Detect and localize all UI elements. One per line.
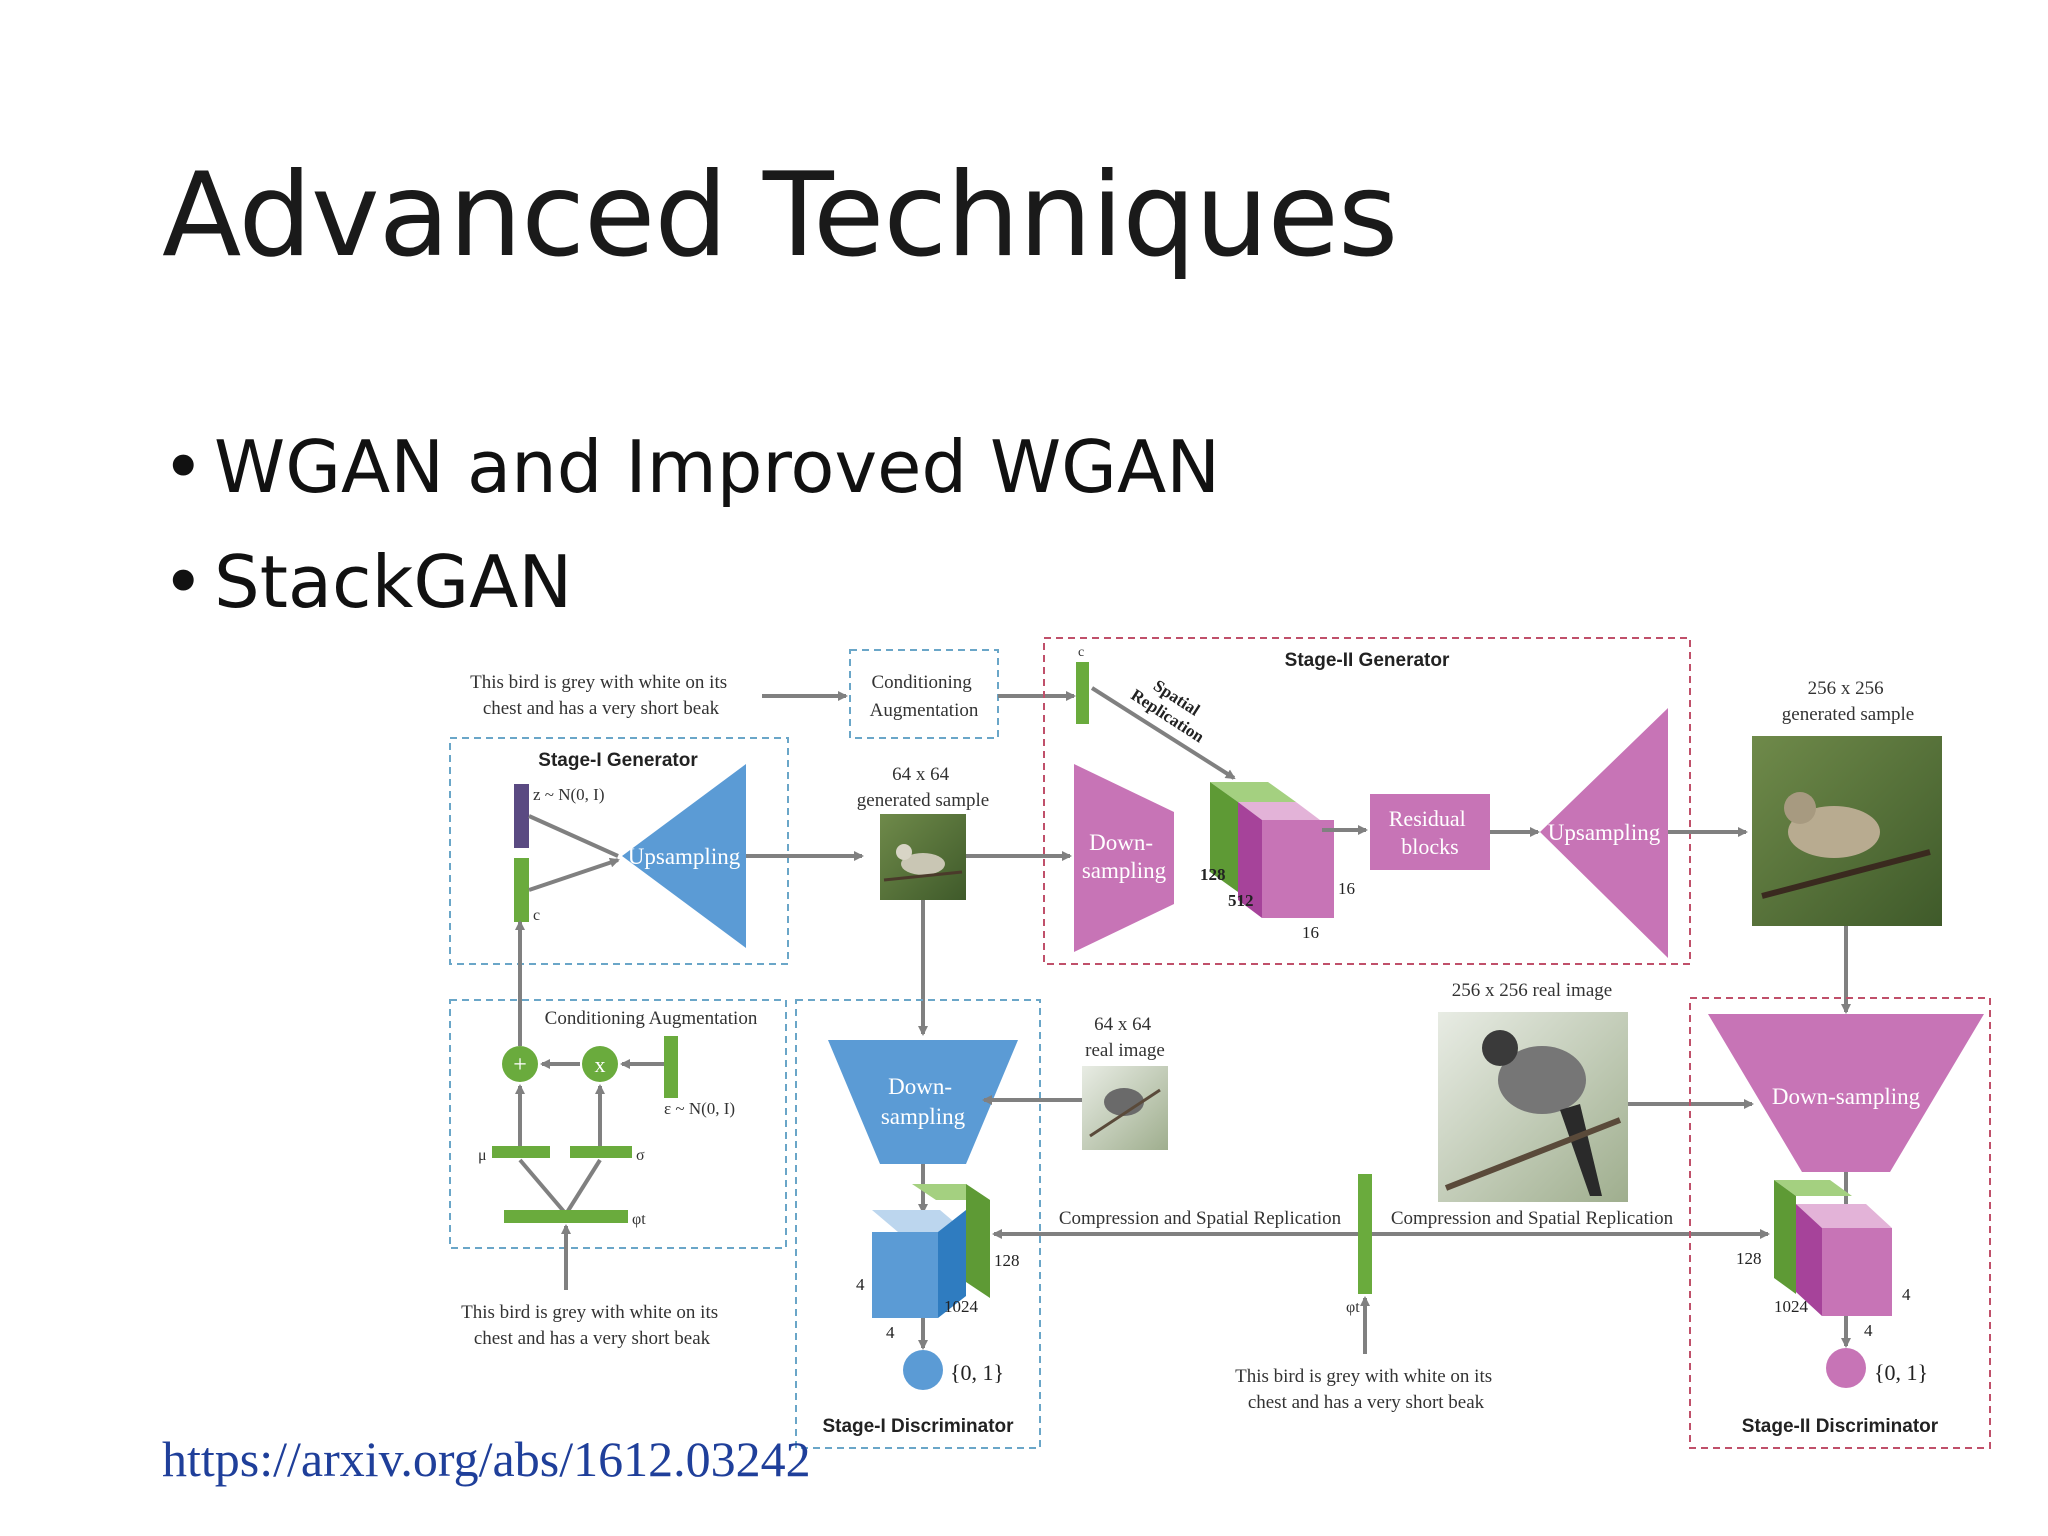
real64-label: 64 x 64 real image xyxy=(1085,1014,1165,1061)
source-link[interactable]: https://arxiv.org/abs/1612.03242 xyxy=(162,1431,811,1487)
dim-label: 4 xyxy=(1902,1285,1911,1304)
feature-cube-stage2 xyxy=(1210,782,1334,918)
bullet-text: StackGAN xyxy=(214,540,573,624)
compression-left-label: Compression and Spatial Replication xyxy=(1059,1208,1342,1229)
residual-blocks-label: Residual blocks xyxy=(1389,806,1472,859)
slide-title: Advanced Techniques xyxy=(162,148,1398,283)
cond-aug-top-label: Conditioning Augmentation xyxy=(870,672,979,721)
output-node-d2 xyxy=(1826,1348,1866,1388)
dim-label: 4 xyxy=(1864,1321,1873,1340)
dim-label: 4 xyxy=(886,1323,895,1342)
times-symbol: x xyxy=(595,1052,606,1077)
downsampling1-label: Down- sampling xyxy=(881,1074,966,1129)
bullet-list: •WGAN and Improved WGAN •StackGAN xyxy=(162,410,1220,640)
plus-node xyxy=(502,1046,538,1082)
eps-vector xyxy=(664,1036,678,1098)
arrow xyxy=(528,857,620,892)
sigma-vector xyxy=(570,1146,632,1158)
dim-label: 128 xyxy=(1200,865,1226,884)
upsampling2-label: Upsampling xyxy=(1548,820,1661,845)
mu-vector xyxy=(492,1146,550,1158)
text-description-top: This bird is grey with white on its ches… xyxy=(470,672,732,719)
stage2-discriminator-box xyxy=(1689,997,1991,1449)
gen64-label: 64 x 64 generated sample xyxy=(857,764,989,811)
dim-label: 128 xyxy=(994,1251,1020,1270)
downsampling1-block xyxy=(828,1040,1018,1164)
sigma-label: σ xyxy=(636,1147,645,1164)
phi-mid-label: φt xyxy=(1346,1299,1360,1316)
upsampling1-block xyxy=(622,764,746,948)
downsampling2-label: Down- sampling xyxy=(1082,830,1167,883)
bullet-item: •StackGAN xyxy=(162,525,1220,640)
cond-aug-top-box xyxy=(849,649,999,739)
cond-aug-box xyxy=(449,999,787,1249)
dim-label: 1024 xyxy=(944,1297,979,1316)
c2-vector xyxy=(1076,662,1089,724)
c2-label: c xyxy=(1078,645,1084,660)
eps-label: ε ~ N(0, I) xyxy=(664,1099,735,1118)
plus-symbol: + xyxy=(513,1052,527,1078)
bird-real-64-image xyxy=(1082,1066,1168,1150)
cond-aug-title: Conditioning Augmentation xyxy=(545,1008,758,1029)
stage1-generator-box xyxy=(449,737,789,965)
stage1-discriminator-title: Stage-I Discriminator xyxy=(822,1416,1014,1437)
gen256-label: 256 x 256 generated sample xyxy=(1782,678,1914,725)
stage2-discriminator-title: Stage-II Discriminator xyxy=(1742,1416,1939,1437)
bullet-item: •WGAN and Improved WGAN xyxy=(162,410,1220,525)
text-description-bottom-left: This bird is grey with white on its ches… xyxy=(461,1302,723,1349)
phi-vector xyxy=(504,1210,628,1223)
dim-label: 4 xyxy=(856,1275,865,1294)
dim-label: 16 xyxy=(1338,879,1355,898)
spatial-replication-label: Spatial Replication xyxy=(1128,668,1219,746)
times-node xyxy=(582,1046,618,1082)
upsampling1-label: Upsampling xyxy=(628,844,741,869)
bullet-dot-icon: • xyxy=(162,540,205,624)
stage1-generator-title: Stage-I Generator xyxy=(538,750,698,771)
phi-mid-vector xyxy=(1358,1174,1372,1294)
dim-label: 16 xyxy=(1302,923,1319,942)
bullet-dot-icon: • xyxy=(162,425,205,509)
stage1-discriminator-box xyxy=(795,999,1041,1449)
phi-label: φt xyxy=(632,1211,646,1228)
output-label-d1: {0, 1} xyxy=(950,1360,1004,1385)
c-label: c xyxy=(533,907,540,924)
c-vector xyxy=(514,858,529,922)
feature-cube-d2 xyxy=(1774,1180,1892,1316)
real256-label: 256 x 256 real image xyxy=(1452,980,1612,1001)
dim-label: 512 xyxy=(1228,891,1254,910)
downsampling-d2-label: Down-sampling xyxy=(1772,1084,1921,1109)
stage2-generator-box xyxy=(1043,637,1691,965)
downsampling-d2-block xyxy=(1708,1014,1984,1172)
dim-label: 128 xyxy=(1736,1249,1762,1268)
bird-real-256-image xyxy=(1438,1012,1628,1202)
text-description-bottom-mid: This bird is grey with white on its ches… xyxy=(1235,1366,1497,1413)
bullet-text: WGAN and Improved WGAN xyxy=(214,425,1221,509)
feature-cube-d1 xyxy=(872,1184,990,1318)
output-node-d1 xyxy=(903,1350,943,1390)
stage2-generator-title: Stage-II Generator xyxy=(1285,650,1450,671)
downsampling2-block xyxy=(1074,764,1174,952)
bird-generated-64-image xyxy=(880,814,966,900)
output-label-d2: {0, 1} xyxy=(1874,1360,1928,1385)
arrow xyxy=(1090,686,1236,780)
z-vector xyxy=(514,784,529,848)
mu-label: μ xyxy=(478,1147,487,1164)
compression-right-label: Compression and Spatial Replication xyxy=(1391,1208,1674,1229)
dim-label: 1024 xyxy=(1774,1297,1809,1316)
bird-generated-256-image xyxy=(1752,736,1942,926)
z-label: z ~ N(0, I) xyxy=(533,785,605,804)
residual-blocks xyxy=(1370,794,1490,870)
upsampling2-block xyxy=(1540,708,1668,958)
